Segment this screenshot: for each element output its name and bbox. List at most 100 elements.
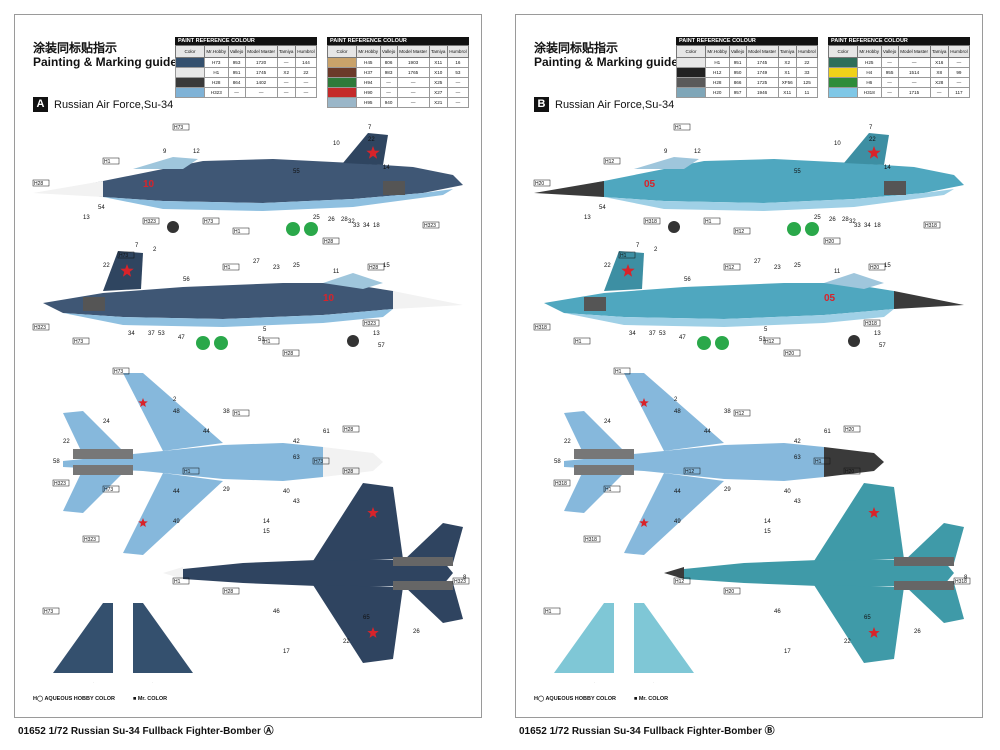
paint-code: X16 <box>929 57 949 68</box>
landing-gear-wheel <box>697 336 711 350</box>
paint-code: 940 <box>379 97 398 108</box>
color-swatch <box>828 67 858 78</box>
paint-callout-box <box>232 409 250 417</box>
callout-number: 65 <box>363 615 370 621</box>
callout-number: 11 <box>834 269 841 275</box>
paint-callout-code: H73 <box>119 253 128 259</box>
paint-code: 1725 <box>745 77 779 88</box>
paint-callout-box <box>362 319 380 327</box>
paint-code: 1715 <box>897 87 931 98</box>
paint-table-header: Mr.Hobby <box>705 45 730 58</box>
hobby-code: H94 <box>356 77 381 88</box>
paint-code: — <box>379 87 398 98</box>
paint-code: — <box>446 87 470 98</box>
paint-callout-code: H318 <box>925 223 937 229</box>
fuselage <box>554 159 964 203</box>
engine-nozzle <box>584 297 606 311</box>
paint-table-header: Model Master <box>897 45 931 58</box>
engine-nacelle <box>574 449 634 459</box>
callout-number: 25 <box>794 263 801 269</box>
engine-nacelle <box>393 581 453 590</box>
paint-callout-box <box>683 467 701 475</box>
red-star-insignia <box>639 398 649 407</box>
paint-code: 864 <box>227 77 246 88</box>
paint-callout-code: H20 <box>725 589 734 595</box>
paint-callout-code: H12 <box>735 411 744 417</box>
paint-code: — <box>396 97 430 108</box>
paint-callout-box <box>543 607 561 615</box>
paint-callout-code: H20 <box>535 181 544 187</box>
paint-callout-code: H73 <box>44 609 53 615</box>
callout-number: 47 <box>178 335 185 341</box>
callout-number: 22 <box>103 263 110 269</box>
vertical-tail <box>343 133 388 165</box>
paint-callout-box <box>312 457 330 465</box>
variant-heading: B Russian Air Force,Su-34 <box>534 97 674 112</box>
callout-number: 44 <box>173 489 180 495</box>
callout-number: 37 <box>649 331 656 337</box>
fin-left <box>554 603 614 673</box>
paint-table-header: Model Master <box>396 45 430 58</box>
paint-callout-box <box>553 479 571 487</box>
paint-callout-code: H318 <box>535 325 547 331</box>
paint-callout-code: H1 <box>620 253 627 259</box>
landing-gear-wheel <box>196 336 210 350</box>
callout-number: 15 <box>764 529 771 535</box>
nose-number: 10 <box>143 179 155 190</box>
paint-code: X11 <box>777 87 797 98</box>
callout-number: 2 <box>654 247 658 253</box>
paint-callout-box <box>102 485 120 493</box>
paint-code: 1402 <box>244 77 278 88</box>
paint-table-header: Humbrol <box>446 45 470 58</box>
callout-number: 53 <box>659 331 666 337</box>
paint-code: 22 <box>294 67 318 78</box>
hobby-code: H1 <box>705 57 730 68</box>
callout-number: 22 <box>604 263 611 269</box>
callout-number: 14 <box>764 519 771 525</box>
variant-name: Russian Air Force,Su-34 <box>54 98 174 111</box>
landing-gear-wheel <box>286 222 300 236</box>
callout-number: 26 <box>413 629 420 635</box>
fuselage <box>684 559 954 587</box>
callout-number: 32 <box>849 219 856 225</box>
paint-table-header: Color <box>327 45 357 58</box>
variant-letter: A <box>33 97 48 112</box>
paint-callout-code: H318 <box>555 481 567 487</box>
nose-radome <box>534 181 604 197</box>
callout-number: 24 <box>103 419 110 425</box>
wing-upper <box>313 483 403 561</box>
callout-number: 47 <box>679 335 686 341</box>
landing-gear-wheel <box>167 221 179 233</box>
callout-number: 65 <box>864 615 871 621</box>
paint-code: 1749 <box>745 67 779 78</box>
nose-number: 10 <box>323 293 335 304</box>
paint-callout-code: H28 <box>369 265 378 271</box>
callout-number: 48 <box>173 409 180 415</box>
paint-callout-code: H1 <box>264 339 271 345</box>
callout-number: 29 <box>223 487 230 493</box>
paint-callout-box <box>222 263 240 271</box>
nose-radome <box>33 181 103 197</box>
paint-code: 144 <box>294 57 318 68</box>
paint-code: X10 <box>428 67 448 78</box>
legend-mr-color: ■ Mr. COLOR <box>633 696 669 702</box>
guide-sheet-a: 涂装同标贴指示 Painting & Marking guide A Russi… <box>14 14 482 718</box>
paint-code: — <box>929 87 949 98</box>
engine-nozzle <box>83 297 105 311</box>
engine-nacelle <box>574 465 634 475</box>
paint-code: — <box>244 87 278 98</box>
paint-code: 953 <box>227 57 246 68</box>
variant-letter: B <box>534 97 549 112</box>
wing-upper <box>123 373 223 451</box>
hobby-code: H28 <box>705 77 730 88</box>
paint-table-header: Tamiya <box>276 45 296 58</box>
callout-number: 26 <box>328 217 335 223</box>
paint-code: 117 <box>947 87 971 98</box>
paint-callout-box <box>32 179 50 187</box>
paint-callout-code: H1 <box>815 459 822 465</box>
sheet-title-en: Painting & Marking guide <box>534 55 679 69</box>
